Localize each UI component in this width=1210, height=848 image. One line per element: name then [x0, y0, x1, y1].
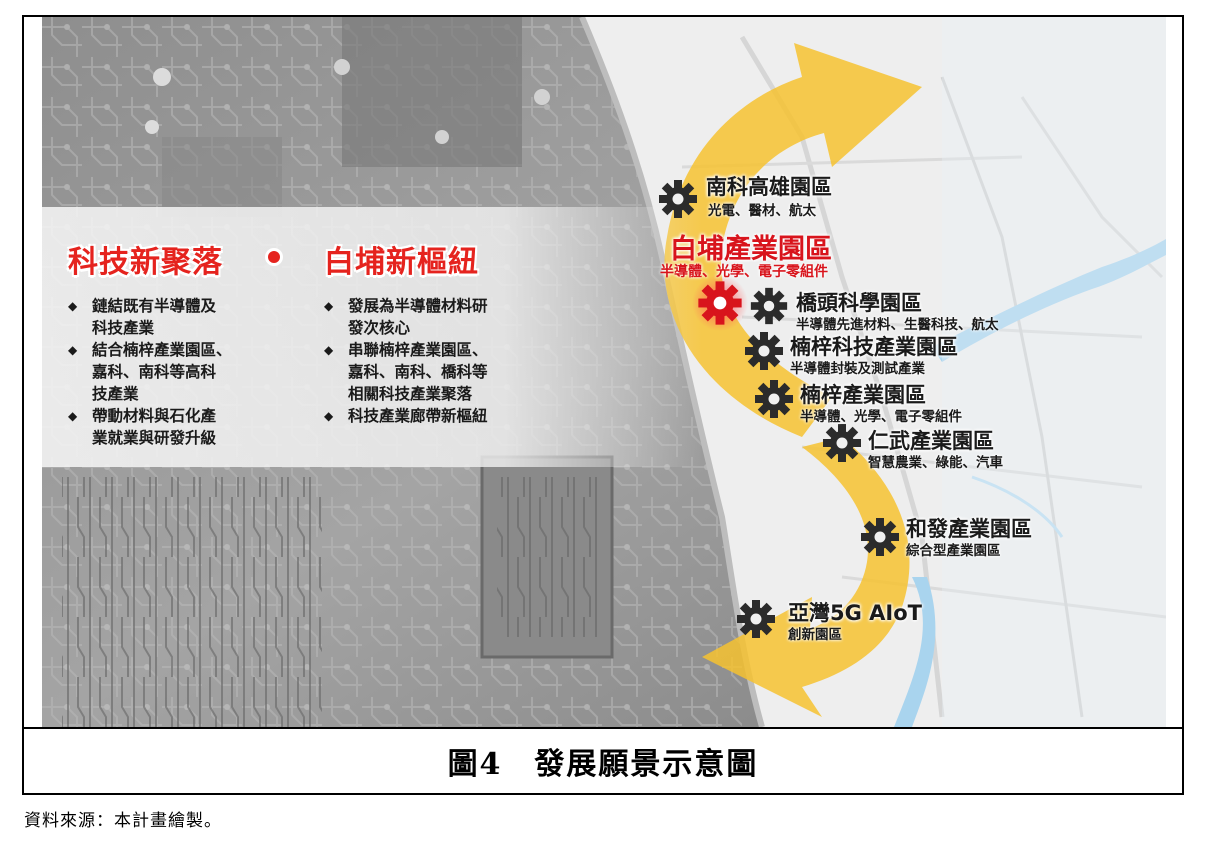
bullet-item: 發展為半導體材料研 發次核心 [324, 295, 488, 339]
bullet-item: 科技產業廊帶新樞紐 [324, 405, 488, 427]
bullet-item: 帶動材料與石化產 業就業與研發升級 [68, 405, 232, 449]
park-name-renwu: 仁武產業園區 [868, 429, 994, 453]
vision-diagram: 科技新聚落 白埔新樞紐 鏈結既有半導體及 科技產業 結合楠梓產業園區、 嘉科、南… [42, 17, 1166, 727]
park-sub-nanke: 光電、醫材、航太 [708, 203, 816, 219]
arrow-south [702, 437, 910, 717]
park-sub-qiaotou: 半導體先進材料、生醫科技、航太 [796, 317, 999, 333]
park-name-baipu: 白埔產業園區 [670, 234, 832, 265]
figure-frame: 科技新聚落 白埔新樞紐 鏈結既有半導體及 科技產業 結合楠梓產業園區、 嘉科、南… [22, 15, 1184, 795]
figure-caption: 圖4 發展願景示意圖 [447, 747, 759, 782]
gear-icon [752, 377, 796, 421]
bullet-item: 串聯楠梓產業園區、 嘉科、南科、橋科等 相關科技產業聚落 [324, 339, 488, 405]
park-sub-baipu: 半導體、光學、電子零組件 [660, 264, 828, 280]
river [932, 239, 1166, 362]
park-name-qiaotou: 橋頭科學園區 [796, 291, 922, 315]
park-sub-renwu: 智慧農業、綠能、汽車 [868, 455, 1003, 471]
gear-icon [734, 597, 778, 641]
gear-icon [742, 329, 786, 373]
theme-title-baipu-hub: 白埔新樞紐 [324, 245, 479, 280]
arrow-north [664, 43, 922, 437]
park-name-nanzi-tech: 楠梓科技產業園區 [790, 335, 958, 359]
gear-icon [820, 421, 864, 465]
park-sub-yawan: 創新園區 [788, 627, 842, 643]
bullet-list-baipu-hub: 發展為半導體材料研 發次核心 串聯楠梓產業園區、 嘉科、南科、橋科等 相關科技產… [324, 295, 488, 427]
park-name-nanzi: 楠梓產業園區 [800, 383, 926, 407]
park-name-nanke: 南科高雄園區 [706, 175, 832, 199]
bullet-item: 鏈結既有半導體及 科技產業 [68, 295, 232, 339]
source-note: 資料來源：本計畫繪製。 [24, 811, 222, 831]
park-sub-nanzi: 半導體、光學、電子零組件 [800, 409, 962, 425]
bullet-list-tech-cluster: 鏈結既有半導體及 科技產業 結合楠梓產業園區、 嘉科、南科等高科 技產業 帶動材… [68, 295, 232, 449]
separator-dot [268, 251, 280, 263]
left-text-panel: 科技新聚落 白埔新樞紐 鏈結既有半導體及 科技產業 結合楠梓產業園區、 嘉科、南… [42, 207, 702, 467]
park-sub-hefa: 綜合型產業園區 [906, 543, 1001, 559]
park-name-hefa: 和發產業園區 [906, 517, 1032, 541]
bullet-item: 結合楠梓產業園區、 嘉科、南科等高科 技產業 [68, 339, 232, 405]
gear-icon [858, 515, 902, 559]
gear-icon [692, 275, 748, 331]
theme-title-tech-cluster: 科技新聚落 [68, 245, 223, 280]
gear-icon [656, 177, 700, 221]
park-sub-nanzi-tech: 半導體封裝及測試產業 [790, 361, 925, 377]
caption-row: 圖4 發展願景示意圖 [24, 727, 1182, 793]
gear-icon [748, 285, 790, 327]
park-name-yawan: 亞灣5G AIoT [788, 601, 922, 625]
